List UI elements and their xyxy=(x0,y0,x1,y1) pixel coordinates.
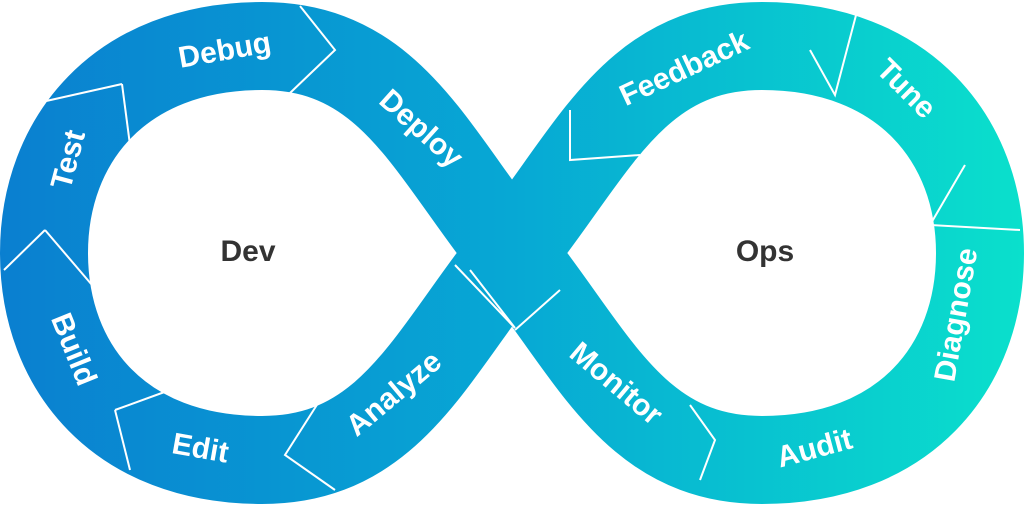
dev-label: Dev xyxy=(220,235,275,268)
ops-label: Ops xyxy=(736,235,794,268)
stage-dividers xyxy=(3,0,1021,491)
